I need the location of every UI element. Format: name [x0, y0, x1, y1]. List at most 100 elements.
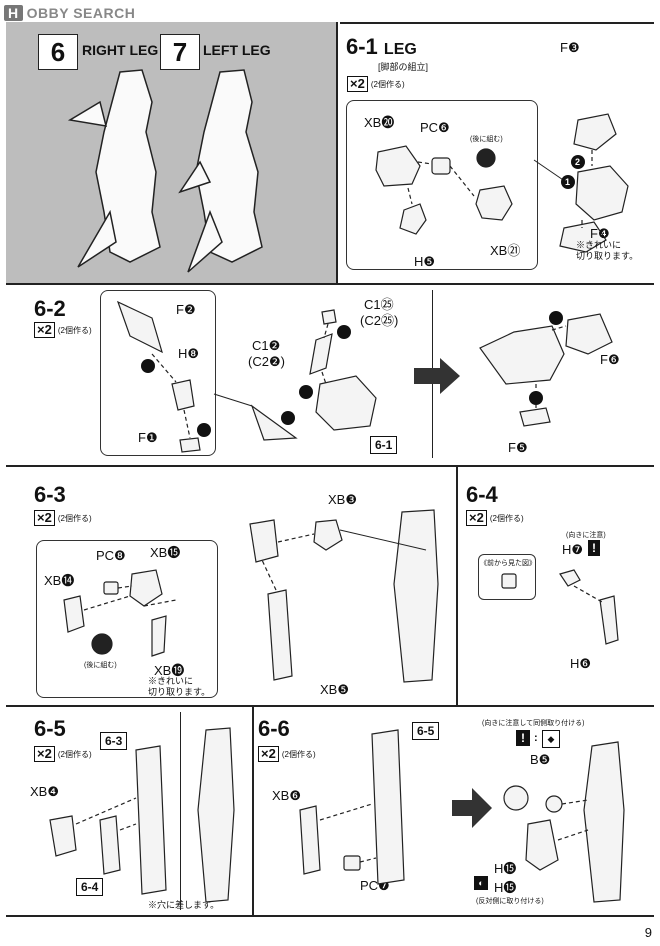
divider-row1 — [6, 283, 654, 285]
step-7-number: 7 — [160, 34, 200, 70]
part-upper — [249, 519, 279, 563]
part-f4 — [559, 221, 607, 253]
label-xb15: XB⓯ — [150, 545, 181, 560]
label-f1: F❶ — [138, 430, 158, 445]
logo-text: OBBY SEARCH — [26, 5, 136, 21]
part-xb14 — [63, 595, 85, 633]
part-leg-core — [575, 165, 629, 221]
step-6-5-title: 6-5 — [34, 716, 66, 741]
step-6-5-quantity: ×2 (2個作る) — [34, 746, 92, 762]
part-f6 — [565, 313, 613, 355]
step-6-1-quantity: ×2 (2個作る) — [347, 76, 405, 92]
part-xb6 — [299, 805, 321, 875]
part-xb3 — [313, 519, 343, 551]
part-f1 — [179, 437, 201, 453]
label-h15b: H⓯ — [494, 880, 517, 895]
step-7-label: LEFT LEG — [203, 42, 271, 58]
part-h15 — [525, 819, 559, 871]
part-back-hint — [476, 148, 496, 168]
step-6-1-note: ※きれいに 切り取ります。 — [576, 240, 639, 261]
step-6-6-diagram — [299, 729, 625, 903]
label-pc8: PC❽ — [96, 548, 126, 563]
right-leg-claw-bottom — [77, 209, 117, 268]
part-back-hint-63 — [91, 633, 113, 655]
part-assembled-foot — [479, 325, 565, 385]
svg-text:1: 1 — [565, 177, 570, 187]
front-view-label: 《前から見た図》 — [480, 560, 536, 567]
label-back-hint-63: (後に組む) — [84, 662, 117, 669]
step-6-2-diagram — [116, 300, 613, 453]
step-6-1-jp-subtitle: [脚部の組立] — [378, 62, 429, 72]
part-xb15 — [129, 569, 163, 607]
label-f2: F❷ — [176, 302, 196, 317]
divider-top-col — [336, 22, 338, 284]
part-xb19 — [151, 615, 167, 657]
divider-6-5-6-6 — [252, 706, 254, 916]
step-6-6-ref-top: 6-5 — [412, 722, 440, 740]
step-6-6-top-note: (向きに注意して同側取り付ける) — [482, 720, 585, 727]
step-6-6-bottom-note: (反対側に取り付ける) — [476, 898, 544, 905]
part-f5 — [519, 407, 551, 427]
part-b5-disc — [503, 785, 529, 811]
part-6-4 — [99, 815, 121, 875]
step-6-5-separator — [180, 712, 181, 910]
step-6-2-ref: 6-1 — [370, 436, 398, 454]
logo-mark: H — [4, 5, 23, 21]
step-6-3-inset — [36, 540, 218, 698]
step-6-1-diagram: 2 1 — [375, 113, 629, 253]
part-foot — [315, 375, 377, 431]
step-6-6-title: 6-6 — [258, 716, 290, 741]
label-h7: H❼ — [562, 542, 584, 557]
legs-illustration — [67, 69, 263, 273]
part-c1-25 — [321, 309, 337, 325]
step-6-2-inset — [100, 290, 216, 456]
divider-bottom — [6, 915, 654, 917]
label-back-hint: (後に組む) — [470, 136, 503, 143]
label-xb6: XB❻ — [272, 788, 301, 803]
part-f2 — [116, 300, 163, 354]
step-6-2-quantity: ×2 (2個作る) — [34, 322, 92, 338]
label-f6: F❻ — [600, 352, 620, 367]
step-6-4-title: 6-4 — [466, 482, 498, 507]
label-xb3: XB❸ — [328, 492, 357, 507]
part-c1-2 — [309, 333, 333, 375]
page-number: 9 — [644, 925, 652, 940]
label-c1-25: C1㉕ — [364, 297, 394, 312]
label-h8: H❽ — [178, 346, 200, 361]
part-b5-cyl — [545, 795, 563, 813]
label-h6: H❻ — [570, 656, 592, 671]
step-6-number: 6 — [38, 34, 78, 70]
left-leg-claw-bottom — [187, 209, 223, 273]
part-claw — [250, 404, 298, 441]
label-b5: B❺ — [530, 752, 551, 767]
step-6-3-note: ※きれいに 切り取ります。 — [148, 676, 211, 697]
label-xb5: XB❺ — [320, 682, 349, 697]
part-xb21 — [475, 185, 513, 221]
label-f5: F❺ — [508, 440, 528, 455]
part-h5 — [399, 203, 427, 235]
site-logo: H OBBY SEARCH — [4, 3, 135, 23]
part-xb5 — [267, 589, 293, 681]
part-f3 — [573, 113, 617, 151]
label-c2-2: (C2❷) — [248, 354, 285, 369]
step-6-label: RIGHT LEG — [82, 42, 159, 58]
label-c1-2: C1❷ — [252, 338, 281, 353]
divider-6-3-6-4 — [456, 466, 458, 706]
part-pc7 — [343, 855, 361, 871]
part-h8 — [171, 379, 195, 411]
divider-top — [340, 22, 654, 24]
label-xb20: XB⓴ — [364, 115, 395, 130]
label-c2-25: (C2㉕) — [360, 313, 399, 328]
part-leg-6-5 — [371, 729, 405, 885]
warning-icon: ! — [588, 540, 600, 556]
right-leg-shape — [95, 69, 161, 263]
step-6-6-quantity: ×2 (2個作る) — [258, 746, 316, 762]
step-6-4-quantity: ×2 (2個作る) — [466, 510, 524, 526]
next-arrow-shape — [414, 358, 460, 394]
right-leg-claw-top — [67, 100, 108, 127]
mirror-icon: ◐ — [474, 876, 488, 890]
step-6-1-title: 6-1 LEG — [346, 34, 417, 59]
step-6-5-diagram — [49, 727, 235, 903]
label-h5: H❺ — [414, 254, 436, 269]
svg-text:2: 2 — [575, 157, 580, 167]
